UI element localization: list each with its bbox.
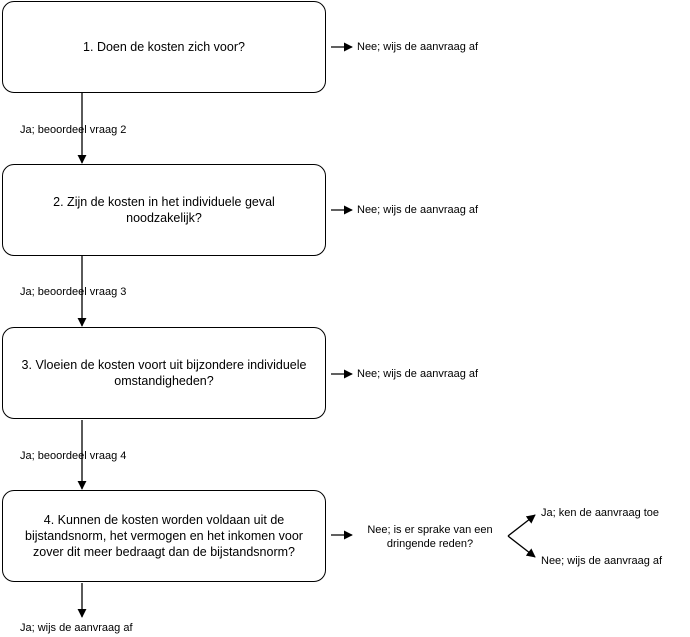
question-box-2: 2. Zijn de kosten in het individuele gev… bbox=[2, 164, 326, 256]
question-box-3: 3. Vloeien de kosten voort uit bijzonder… bbox=[2, 327, 326, 419]
urgent-yes-label: Ja; ken de aanvraag toe bbox=[541, 507, 660, 519]
arrow-urgent-no bbox=[507, 535, 536, 558]
question-text-1: 1. Doen de kosten zich voor? bbox=[83, 40, 245, 54]
no-label-q4: Nee; is er sprake van een dringende rede… bbox=[367, 524, 493, 550]
yes-label-q2: Ja; beoordeel vraag 3 bbox=[20, 286, 127, 298]
no-label-q2: Nee; wijs de aanvraag af bbox=[357, 204, 479, 216]
urgent-no-label: Nee; wijs de aanvraag af bbox=[541, 555, 663, 567]
question-text-2: 2. Zijn de kosten in het individuele gev… bbox=[53, 195, 275, 225]
question-box-4: 4. Kunnen de kosten worden voldaan uit d… bbox=[2, 490, 326, 582]
question-text-3: 3. Vloeien de kosten voort uit bijzonder… bbox=[21, 358, 307, 388]
no-label-q1: Nee; wijs de aanvraag af bbox=[357, 41, 479, 53]
question-text-4: 4. Kunnen de kosten worden voldaan uit d… bbox=[25, 513, 303, 559]
question-box-1: 1. Doen de kosten zich voor? bbox=[2, 1, 326, 93]
arrow-urgent-yes bbox=[507, 514, 536, 537]
yes-label-q3: Ja; beoordeel vraag 4 bbox=[20, 450, 127, 462]
yes-label-q4: Ja; wijs de aanvraag af bbox=[20, 622, 133, 634]
no-label-q3: Nee; wijs de aanvraag af bbox=[357, 368, 479, 380]
yes-label-q1: Ja; beoordeel vraag 2 bbox=[20, 124, 127, 136]
